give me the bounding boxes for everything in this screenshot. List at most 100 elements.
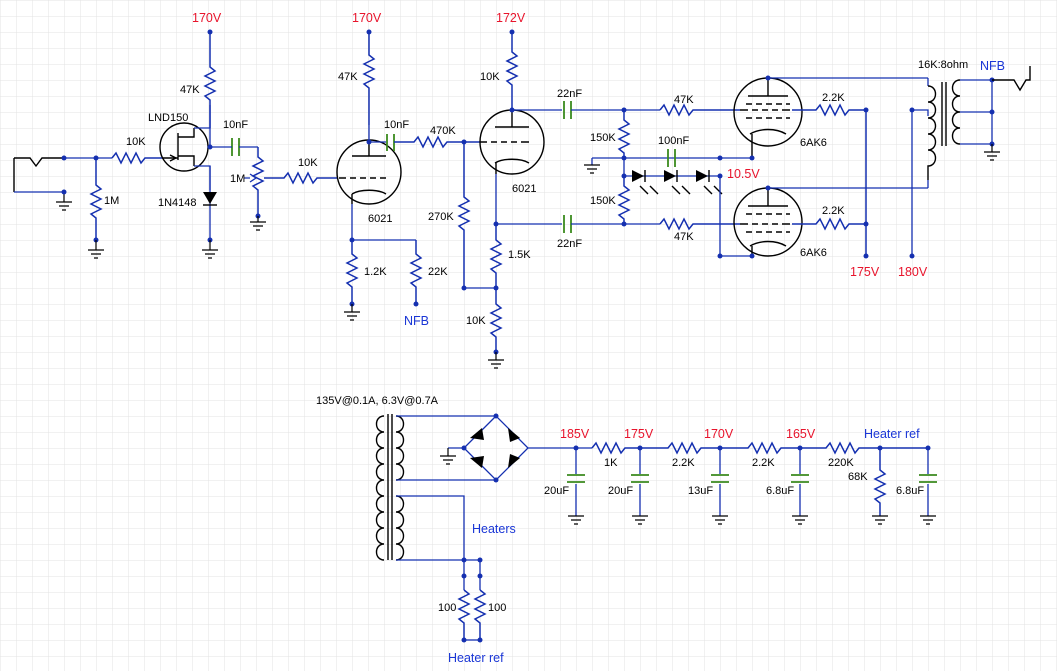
power-transformer [375, 414, 405, 561]
label-tube1: 6021 [368, 213, 392, 225]
node [621, 155, 627, 161]
node [461, 445, 467, 451]
resistor-ps-2-2k-a [640, 441, 720, 455]
label-tube4: 6AK6 [800, 247, 827, 259]
label-pot-1m: 1M [230, 173, 245, 185]
label-r-heater-a: 100 [438, 602, 456, 614]
voltage-165v: 165V [786, 427, 816, 441]
resistor-heater-100-a [457, 589, 471, 640]
resistor-heater-100-b [473, 589, 487, 640]
label-r-plate1: 47K [338, 71, 358, 83]
ground-c20-b [632, 515, 648, 525]
label-r-tail: 10K [466, 315, 486, 327]
resistor-270k [457, 142, 471, 288]
resistor-screen-bot [792, 217, 866, 231]
net-heaters: Heaters [472, 522, 516, 536]
node [621, 173, 627, 179]
label-r-jfet-47k: 47K [180, 84, 200, 96]
label-jfet: LND150 [148, 112, 188, 124]
node [621, 221, 627, 227]
resistor-input-10k [111, 151, 162, 165]
voltage-170v-b: 170V [352, 11, 382, 25]
resistor-screen-top [792, 103, 867, 256]
label-c-20uf-a: 20uF [544, 485, 569, 497]
voltage-170v-a: 170V [192, 11, 222, 25]
label-r-150k-bot: 150K [590, 195, 616, 207]
resistor-ps-1k [591, 441, 640, 455]
label-r-150k-top: 150K [590, 132, 616, 144]
capacitor-20uf-b [631, 474, 649, 483]
capacitor-6-8uf-a [791, 474, 809, 483]
label-r-in-10k: 10K [126, 136, 146, 148]
node [863, 253, 869, 259]
voltage-175v-out: 175V [850, 265, 880, 279]
resistor-cathode-1-2k [345, 240, 359, 304]
label-tube2: 6021 [512, 183, 536, 195]
label-r-1-5k: 1.5K [508, 249, 531, 261]
label-r-cath1: 1.2K [364, 266, 387, 278]
label-diode: 1N4148 [158, 197, 197, 209]
voltage-170v-ps: 170V [704, 427, 734, 441]
net-nfb-in: NFB [404, 314, 429, 328]
node [863, 107, 869, 113]
node [621, 107, 627, 113]
resistor-plate1-47k [362, 32, 376, 125]
ground-1m [88, 240, 104, 259]
resistor-grid-47k-bot [659, 217, 740, 231]
label-tube3: 6AK6 [800, 137, 827, 149]
output-jack [992, 66, 1031, 92]
resistor-150k-bot [617, 176, 631, 224]
output-transformer [912, 78, 993, 188]
resistor-ps-68k [873, 448, 887, 516]
label-c-10nf-2: 10nF [384, 119, 409, 131]
node [909, 253, 915, 259]
net-heater-ref-bottom: Heater ref [448, 651, 504, 665]
resistor-470k [394, 135, 480, 149]
resistor-jfet-47k [203, 32, 217, 128]
label-ot: 16K:8ohm [918, 59, 968, 71]
ground-c68-a [792, 515, 808, 525]
label-r-47k-top: 47K [674, 94, 694, 106]
node [413, 301, 419, 307]
capacitor-20uf-a [567, 474, 585, 483]
label-r-in-1m: 1M [104, 195, 119, 207]
label-r-ps-2-2k-b: 2.2K [752, 457, 775, 469]
voltage-180v-out: 180V [898, 265, 928, 279]
ground-cath1 [344, 304, 360, 321]
node [61, 189, 67, 195]
wire-tube3 [720, 77, 928, 159]
pot-wiper [244, 173, 258, 183]
label-r-47k-bot: 47K [674, 231, 694, 243]
ground-r68 [872, 515, 888, 525]
label-r-screen-bot: 2.2K [822, 205, 845, 217]
node [717, 253, 723, 259]
ground-c20-a [568, 515, 584, 525]
net-nfb-out: NFB [980, 59, 1005, 73]
bridge-rectifier [463, 415, 529, 481]
ground-tail [488, 352, 504, 369]
ground-input-jack [56, 192, 72, 211]
led-bias-string [632, 170, 723, 195]
resistor-ps-2-2k-b [720, 441, 800, 455]
capacitor-13uf [711, 474, 729, 483]
capacitor-100nf [667, 149, 676, 167]
ground-c68-b [920, 515, 936, 525]
label-c-100nf: 100nF [658, 135, 689, 147]
capacitor-6-8uf-b [919, 474, 937, 483]
label-r-ps-68k: 68K [848, 471, 868, 483]
label-c-22nf-bot: 22nF [557, 238, 582, 250]
net-heater-ref-ps: Heater ref [864, 427, 920, 441]
node [749, 253, 755, 259]
node [749, 155, 755, 161]
label-c-6-8uf-b: 6.8uF [896, 485, 924, 497]
label-c-10nf-1: 10nF [223, 119, 248, 131]
node [61, 155, 67, 161]
label-r-ps-1k: 1K [604, 457, 618, 469]
voltage-185v: 185V [560, 427, 590, 441]
wire-bias [591, 157, 720, 177]
node [366, 29, 372, 35]
voltage-172v: 172V [496, 11, 526, 25]
node [863, 221, 869, 227]
node [461, 573, 467, 579]
